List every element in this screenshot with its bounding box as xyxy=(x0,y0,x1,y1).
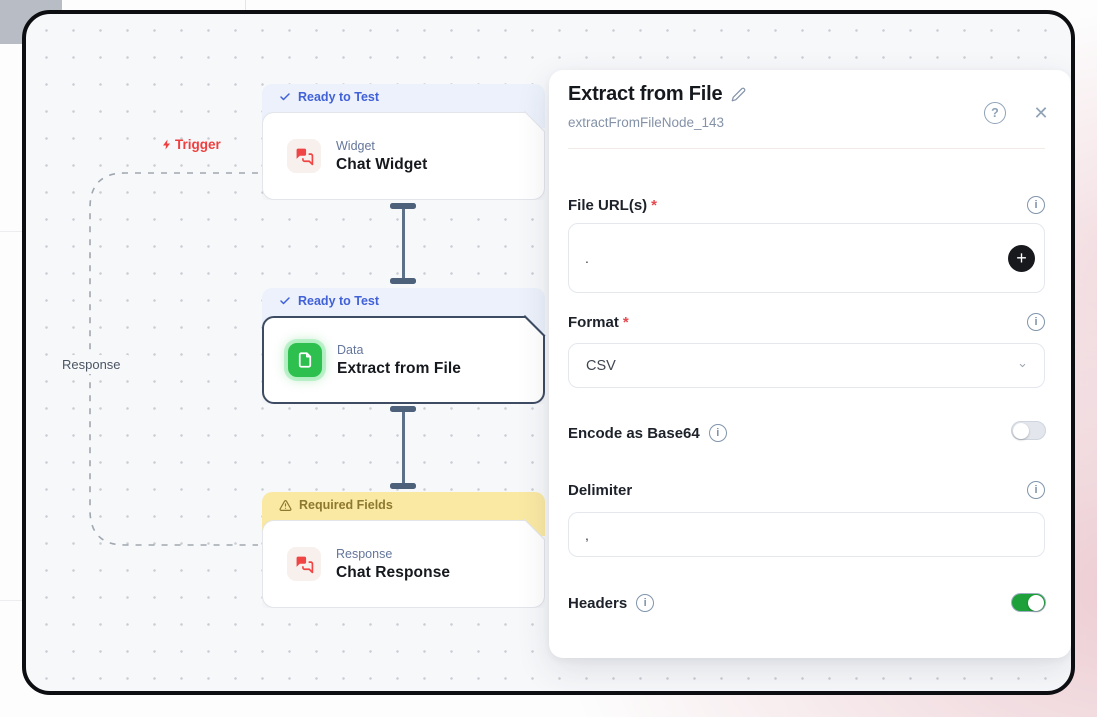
format-select[interactable]: CSV xyxy=(568,343,1045,388)
node-category: Response xyxy=(336,546,393,561)
required-asterisk: * xyxy=(622,313,629,331)
help-icon[interactable]: ? xyxy=(984,102,1006,124)
background-grid-line xyxy=(0,231,22,232)
connector-handle-top[interactable] xyxy=(390,406,416,412)
badge-label: Ready to Test xyxy=(298,294,380,308)
node-title: Chat Response xyxy=(336,563,451,581)
delimiter-label: Delimiter xyxy=(568,481,633,499)
toggle-knob xyxy=(1013,422,1029,439)
node-card[interactable]: Data Extract from File xyxy=(262,316,545,404)
add-url-button[interactable]: + xyxy=(1008,245,1035,272)
check-icon xyxy=(279,91,291,103)
headers-toggle[interactable] xyxy=(1011,593,1046,612)
format-selected-value: CSV xyxy=(586,357,616,374)
node-chat-response[interactable]: Required Fields Response Chat Response xyxy=(262,492,546,608)
chevron-down-icon xyxy=(1019,363,1026,368)
encode-base64-toggle[interactable] xyxy=(1011,421,1046,440)
edit-pencil-icon[interactable] xyxy=(731,87,746,102)
node-category: Data xyxy=(337,342,364,357)
trigger-label: Trigger xyxy=(161,137,221,152)
connector-handle-bottom[interactable] xyxy=(390,483,416,489)
panel-title: Extract from File xyxy=(568,83,723,105)
connector-line xyxy=(401,412,405,483)
file-urls-label: File URL(s)* xyxy=(568,196,658,214)
badge-label: Ready to Test xyxy=(298,90,380,104)
connector-handle-bottom[interactable] xyxy=(390,278,416,284)
badge-label: Required Fields xyxy=(299,498,393,512)
info-icon[interactable]: i xyxy=(1027,196,1045,214)
connector-handle-top[interactable] xyxy=(390,203,416,209)
node-title: Extract from File xyxy=(337,359,462,377)
connector-line xyxy=(401,209,405,278)
close-icon[interactable]: ✕ xyxy=(1033,102,1049,123)
chat-bubbles-icon xyxy=(287,139,321,173)
info-icon[interactable]: i xyxy=(636,594,655,612)
warning-icon xyxy=(279,499,292,512)
background-grid-line xyxy=(0,600,22,601)
node-title: Chat Widget xyxy=(336,155,428,173)
edge-connector[interactable] xyxy=(390,203,416,284)
app-window-frame: Trigger Response Ready to Test xyxy=(22,10,1075,695)
toggle-knob xyxy=(1028,594,1044,611)
encode-base64-label: Encode as Base64 xyxy=(568,424,700,442)
info-icon[interactable]: i xyxy=(1027,313,1045,331)
background-grid-line xyxy=(245,0,246,13)
delimiter-input[interactable]: , xyxy=(568,512,1045,557)
response-edge-label: Response xyxy=(55,355,128,374)
node-card[interactable]: Widget Chat Widget xyxy=(262,112,545,200)
node-chat-widget[interactable]: Ready to Test Widget Chat Widget xyxy=(262,84,546,200)
trigger-label-text: Trigger xyxy=(175,137,221,152)
file-urls-input[interactable]: . + xyxy=(568,223,1045,293)
lightning-icon xyxy=(163,139,170,150)
node-category: Widget xyxy=(336,138,375,153)
delimiter-value: , xyxy=(585,526,589,543)
file-urls-value: . xyxy=(585,250,589,266)
node-card[interactable]: Response Chat Response xyxy=(262,520,545,608)
node-config-panel: Extract from File extractFromFileNode_14… xyxy=(549,70,1071,658)
check-icon xyxy=(279,295,291,307)
chat-bubbles-icon xyxy=(287,547,321,581)
edge-connector[interactable] xyxy=(390,406,416,489)
file-icon xyxy=(288,343,322,377)
info-icon[interactable]: i xyxy=(1027,481,1045,499)
info-icon[interactable]: i xyxy=(708,424,727,442)
node-extract-from-file[interactable]: Ready to Test Data Extract from File xyxy=(262,288,546,404)
format-label: Format* xyxy=(568,313,629,331)
headers-label: Headers xyxy=(568,594,628,612)
divider xyxy=(568,148,1045,149)
required-asterisk: * xyxy=(651,196,658,214)
node-id-text: extractFromFileNode_143 xyxy=(568,115,725,130)
